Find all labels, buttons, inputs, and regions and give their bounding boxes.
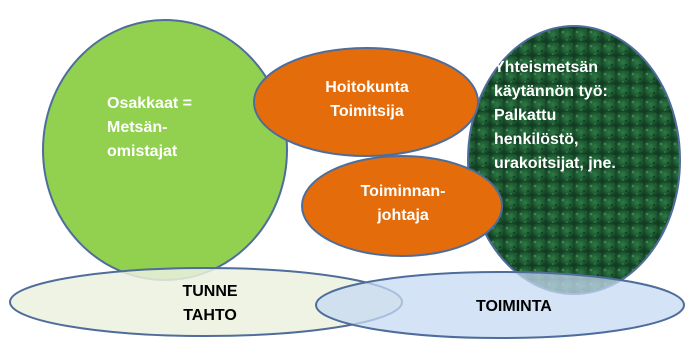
hoitokunta-label: Hoitokunta Toimitsija <box>325 79 409 120</box>
osakkaat-label: Osakkaat = Metsän- omistajat <box>107 95 192 160</box>
yhteismetsa-label: Yhteismetsän käytännön työ: Palkattu hen… <box>494 59 616 172</box>
toiminta-ellipse <box>315 271 685 339</box>
toiminnanjohtaja-ellipse <box>301 155 503 257</box>
tunne-tahto-label: TUNNE TAHTO <box>182 283 238 324</box>
toiminta-label: TOIMINTA <box>476 298 552 315</box>
toiminnanjohtaja-label: Toiminnan- johtaja <box>360 183 446 224</box>
hoitokunta-ellipse <box>253 47 479 157</box>
